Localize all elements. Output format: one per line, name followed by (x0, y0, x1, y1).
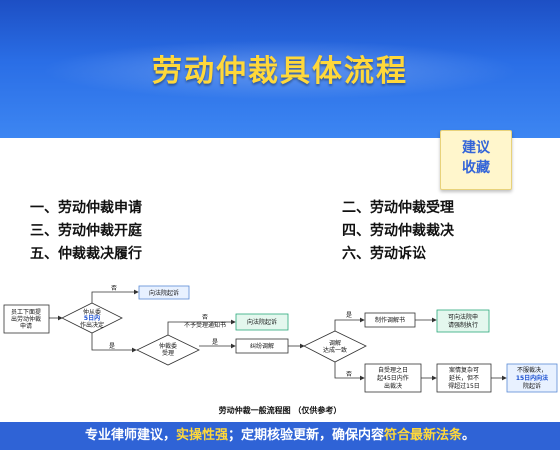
node-decision-3 (303, 330, 367, 363)
label-yes-3: 是 (346, 312, 352, 319)
flowchart-caption: 劳动仲裁一般流程图 （仅供参考） (218, 406, 342, 415)
footer-text-1: 专业律师建议， (84, 428, 176, 443)
footer-text-2: ；定期核验更新，确保内容 (227, 428, 384, 443)
d3-line-2: 达成一致 (323, 346, 347, 354)
enforce-line-1: 可向法院申 (448, 313, 478, 321)
bookmark-badge: 建议 收藏 (440, 130, 512, 190)
node-court-2 (235, 313, 289, 331)
node-mediation-doc (364, 312, 416, 328)
court2-text: 向法院起诉 (247, 318, 277, 326)
edge-d3-award (334, 362, 365, 381)
step-item-4: 四、劳动仲裁裁决 (342, 223, 454, 239)
footer-highlight-2: 符合最新法条 (384, 428, 463, 443)
node-dissatisfied (506, 363, 558, 393)
start-line-3: 申请 (20, 322, 32, 330)
d1-line-2: 5日内 (84, 314, 100, 322)
node-decision-1 (61, 302, 123, 334)
complex-line-1: 案情复杂可 (449, 366, 479, 374)
header-banner (0, 0, 560, 138)
step-item-3: 三、劳动仲裁开庭 (30, 223, 142, 239)
footer-banner: 专业律师建议，实操性强；定期核验更新，确保内容符合最新法条。 (0, 422, 560, 450)
start-line-2: 出劳动仲裁 (11, 315, 41, 323)
dissatisfied-line-1: 不服裁决， (517, 366, 547, 374)
award-line-1: 自受理之日 (378, 366, 408, 374)
node-decision-2 (136, 334, 200, 366)
d2-line-2: 受理 (162, 349, 174, 357)
court1-text: 向法院起诉 (149, 289, 179, 297)
node-mediate (235, 338, 289, 354)
edge-d3-meddoc (334, 317, 365, 331)
label-yes-2: 是 (212, 339, 218, 346)
start-line-1: 员工下面提 (11, 308, 41, 316)
node-court-1 (138, 285, 190, 300)
mediate-text: 纠纷调解 (250, 342, 274, 350)
step-item-5: 五、仲裁裁决履行 (30, 246, 142, 262)
step-item-6: 六、劳动诉讼 (342, 246, 426, 262)
d2-line-1: 仲裁委 (159, 342, 177, 350)
dissatisfied-line-3: 院起诉 (523, 382, 541, 390)
award-line-2: 起45日内作 (377, 374, 409, 382)
badge-line-1: 建议 (462, 140, 490, 156)
footer-text-3: 。 (462, 428, 476, 443)
page-title: 劳动仲裁具体流程 (152, 54, 408, 89)
node-enforce (436, 309, 490, 333)
notice-text: 不予受理通知书 (184, 321, 226, 329)
edge-d1-d2 (91, 333, 137, 353)
d1-line-3: 作出决定 (80, 321, 104, 329)
label-no-2: 否 (202, 314, 208, 321)
label-yes-1: 是 (109, 343, 115, 350)
step-item-2: 二、劳动仲裁受理 (342, 200, 454, 216)
complex-line-3: 得超过15日 (448, 382, 480, 390)
d3-line-1: 调解 (329, 339, 341, 347)
label-no-3: 否 (346, 371, 352, 378)
d1-line-1: 仲从委 (83, 308, 101, 316)
badge-line-2: 收藏 (462, 160, 490, 176)
enforce-line-2: 请强制执行 (448, 321, 478, 329)
edge-d1-court1 (91, 289, 139, 303)
node-award (364, 363, 422, 393)
complex-line-2: 延长，但不 (449, 374, 479, 382)
dissatisfied-line-2: 15日内向法 (516, 374, 548, 382)
node-start (3, 304, 50, 334)
label-no-1: 否 (111, 285, 117, 292)
award-line-3: 出裁决 (384, 382, 402, 390)
step-item-1: 一、劳动仲裁申请 (30, 200, 142, 216)
edge-d2-court2 (167, 319, 236, 335)
footer-highlight-1: 实操性强 (175, 428, 228, 443)
node-complex (436, 363, 492, 393)
header-glow (40, 40, 520, 100)
mediation-doc-text: 制作调解书 (375, 316, 405, 324)
